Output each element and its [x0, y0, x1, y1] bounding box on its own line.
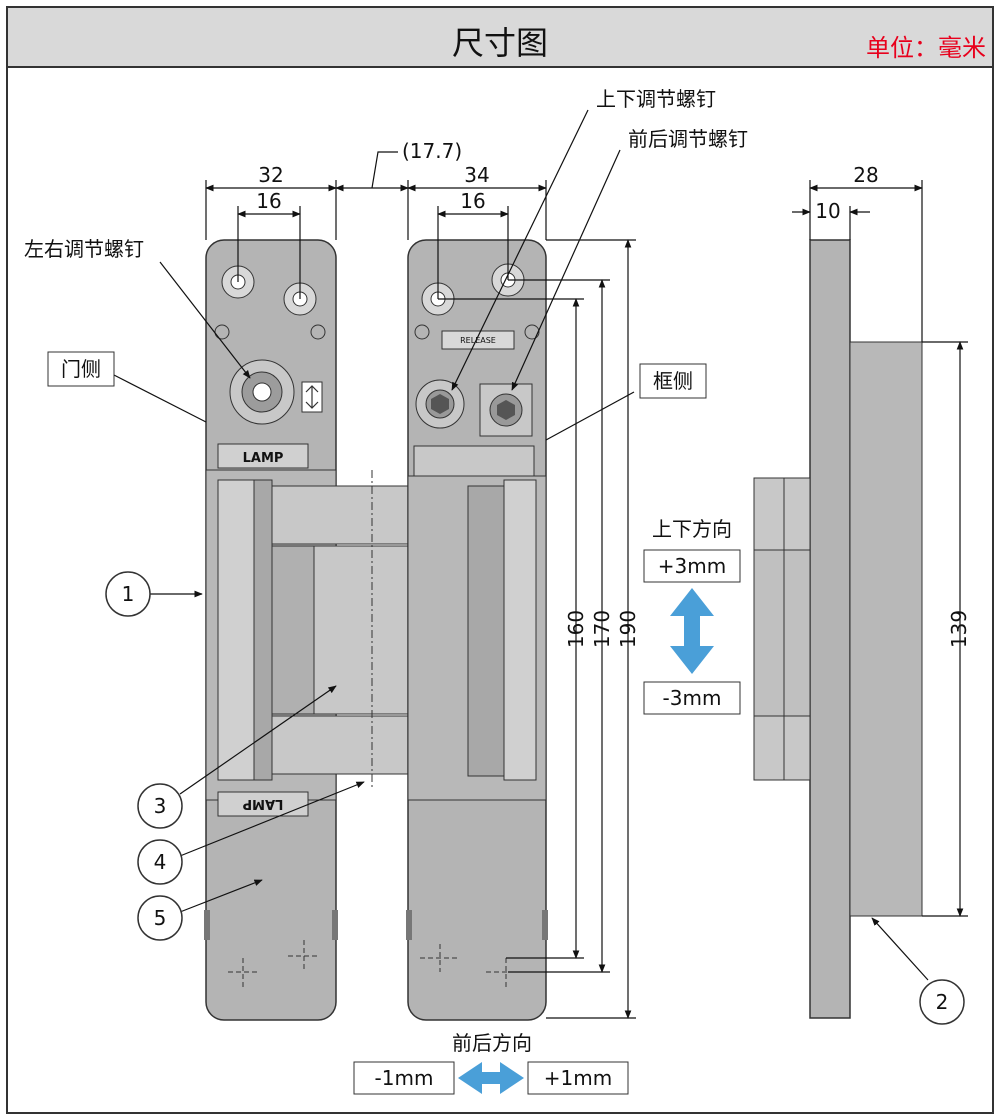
release-text: RELEASE: [460, 336, 496, 345]
vertical-title: 上下方向: [652, 517, 732, 541]
diagram-frame: [6, 6, 994, 1114]
up-box: [643, 549, 741, 583]
fb-screw-label: 前后调节螺钉: [628, 127, 748, 151]
frame-side-label: 框侧: [653, 369, 693, 393]
dim-160: 160: [564, 610, 588, 648]
page-title: 尺寸图: [451, 24, 548, 62]
unit-label: 单位：毫米: [866, 34, 986, 62]
dim-139: 139: [947, 610, 971, 648]
part-circle-4: [137, 839, 183, 885]
part-1-number: 1: [122, 582, 135, 606]
part-circle-2: [919, 979, 965, 1025]
back-box: [353, 1061, 455, 1095]
dim-side-plate: 10: [815, 199, 840, 223]
part-2-number: 2: [936, 990, 949, 1014]
frame-side-box: [639, 363, 707, 399]
vertical-adjust-arrow-icon: [670, 588, 714, 674]
up-value: +3mm: [658, 554, 726, 578]
dim-190: 190: [616, 610, 640, 648]
dim-width-left: 32: [258, 163, 283, 187]
back-value: -1mm: [375, 1066, 434, 1090]
horizontal-adjust-arrow-icon: [458, 1062, 524, 1094]
down-box: [643, 681, 741, 715]
door-side-box: [47, 351, 115, 387]
dim-170: 170: [590, 610, 614, 648]
down-value: -3mm: [663, 686, 722, 710]
part-circle-5: [137, 895, 183, 941]
part-circle-1: [105, 571, 151, 617]
dim-side-width: 28: [853, 163, 878, 187]
logo-text-inverted: LAMP: [243, 796, 284, 811]
door-side-label: 门侧: [61, 357, 101, 381]
dim-width-right: 34: [464, 163, 489, 187]
part-5-number: 5: [154, 906, 167, 930]
horizontal-title: 前后方向: [452, 1031, 532, 1055]
frame-side-leaf: [406, 239, 548, 1021]
header-bar: 尺寸图 单位：毫米: [8, 8, 992, 68]
part-4-number: 4: [154, 850, 167, 874]
front-box: [527, 1061, 629, 1095]
part-3-number: 3: [154, 794, 167, 818]
dim-offset: (17.7): [402, 139, 462, 163]
logo-text: LAMP: [243, 451, 284, 466]
lr-screw-label: 左右调节螺钉: [24, 237, 144, 261]
part-circle-3: [137, 783, 183, 829]
front-value: +1mm: [544, 1066, 612, 1090]
side-view: [753, 239, 923, 1019]
ud-screw-label: 上下调节螺钉: [596, 87, 716, 111]
leader-lines: [111, 109, 929, 981]
dim-hole-left: 16: [256, 189, 281, 213]
dimension-lines: [205, 151, 968, 1019]
dim-hole-right: 16: [460, 189, 485, 213]
